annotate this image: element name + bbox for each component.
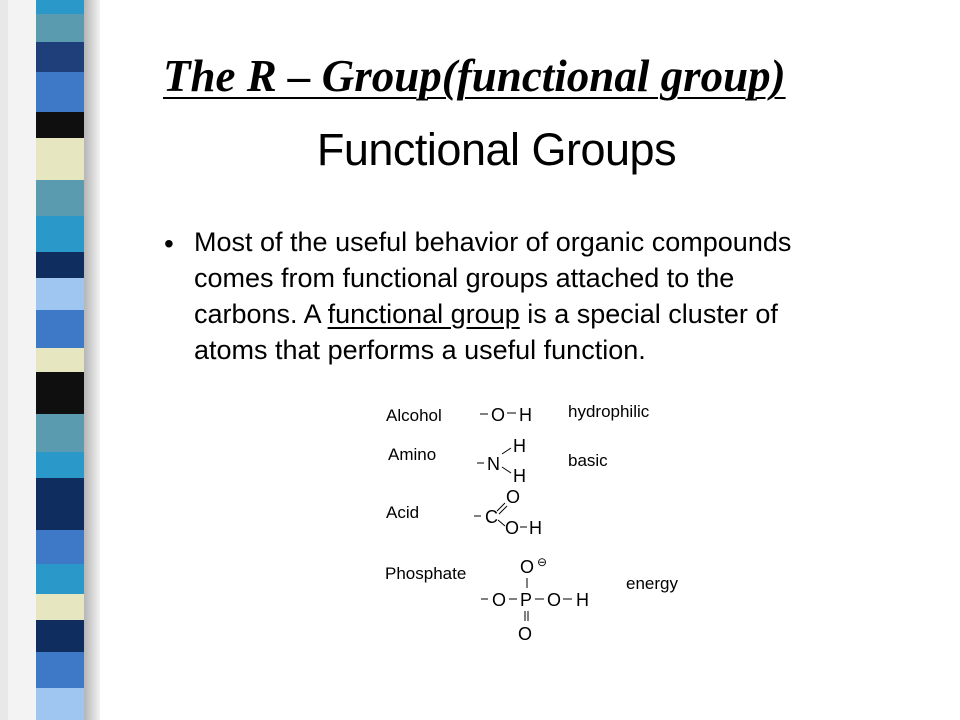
amino-property: basic bbox=[568, 451, 608, 470]
strip-segment bbox=[36, 348, 86, 372]
alcohol-o: O bbox=[491, 405, 505, 425]
strip-segment bbox=[36, 564, 86, 594]
strip-segment bbox=[36, 452, 86, 478]
strip-segment bbox=[0, 0, 8, 720]
functional-group-term: functional group bbox=[327, 299, 520, 329]
phosphate-o-right: O bbox=[547, 590, 561, 610]
strip-shadow bbox=[84, 0, 100, 720]
acid-label: Acid bbox=[386, 503, 419, 522]
phosphate-h: H bbox=[576, 590, 589, 610]
strip-segment bbox=[36, 688, 86, 720]
slide-subtitle: Functional Groups bbox=[316, 124, 677, 175]
strip-segment bbox=[36, 652, 86, 688]
strip-segment bbox=[36, 594, 86, 620]
phosphate-label: Phosphate bbox=[385, 564, 466, 583]
bullet-text-part1: Most of the useful behavior of organic c… bbox=[194, 227, 792, 329]
phosphate-o-top: O bbox=[520, 557, 534, 577]
strip-segment bbox=[36, 72, 86, 112]
acid-c: C bbox=[485, 507, 498, 527]
bullet-text: Most of the useful behavior of organic c… bbox=[194, 224, 834, 368]
acid-h: H bbox=[529, 518, 542, 538]
strip-segment bbox=[36, 530, 86, 564]
strip-segment bbox=[36, 112, 86, 138]
acid-double-bond-b bbox=[498, 505, 508, 515]
strip-segment bbox=[36, 310, 86, 348]
slide-title: The R – Group(functional group) bbox=[163, 51, 786, 101]
strip-segment bbox=[36, 216, 86, 252]
strip-segment bbox=[36, 42, 86, 72]
strip-segment bbox=[36, 14, 86, 42]
amino-h1: H bbox=[513, 436, 526, 456]
amino-h2: H bbox=[513, 466, 526, 486]
strip-segment bbox=[36, 478, 86, 530]
phosphate-property: energy bbox=[626, 574, 678, 593]
strip-segment bbox=[36, 138, 86, 180]
amino-nh-bond-top bbox=[501, 447, 512, 455]
strip-segment bbox=[36, 278, 86, 310]
decorative-strip bbox=[0, 0, 120, 720]
acid-o1: O bbox=[506, 487, 520, 507]
alcohol-h: H bbox=[519, 405, 532, 425]
bullet-marker: • bbox=[164, 228, 174, 259]
strip-segment bbox=[36, 620, 86, 652]
strip-segment bbox=[36, 252, 86, 278]
phosphate-charge: ⊖ bbox=[537, 555, 547, 569]
strip-segment bbox=[36, 180, 86, 216]
amino-nh-bond-bottom bbox=[501, 466, 512, 474]
strip-segment bbox=[36, 372, 86, 414]
amino-label: Amino bbox=[388, 445, 436, 464]
strip-segment bbox=[36, 414, 86, 452]
phosphate-p: P bbox=[520, 590, 532, 610]
phosphate-o-left: O bbox=[492, 590, 506, 610]
acid-double-bond-a bbox=[496, 502, 506, 512]
acid-o2: O bbox=[505, 518, 519, 538]
bullet-text-part2: is a special cluster of atoms that perfo… bbox=[194, 299, 778, 365]
strip-segment bbox=[36, 0, 86, 14]
phosphate-o-bottom: O bbox=[518, 624, 532, 644]
alcohol-label: Alcohol bbox=[386, 406, 442, 425]
amino-n: N bbox=[487, 454, 500, 474]
acid-single-bond bbox=[497, 519, 506, 527]
alcohol-property: hydrophilic bbox=[568, 402, 650, 421]
